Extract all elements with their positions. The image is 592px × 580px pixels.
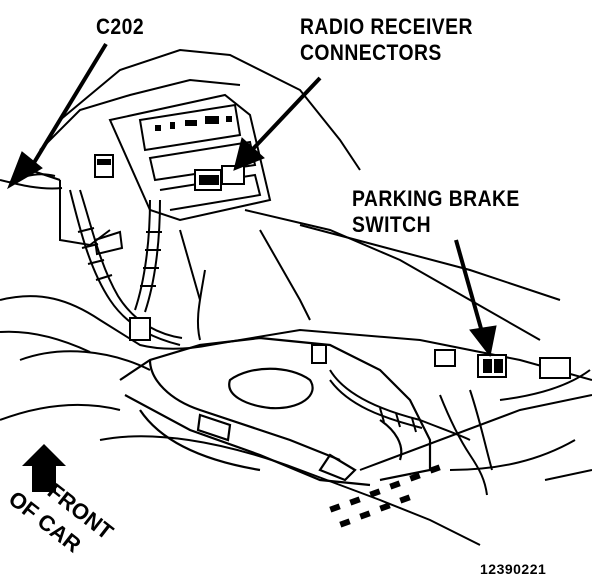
small-connector <box>129 317 327 364</box>
c202-label-text: C202 <box>96 14 145 39</box>
radio-label-line1: RADIO RECEIVER <box>300 14 473 39</box>
radio-connectors-arrow <box>233 76 322 171</box>
c202-connector <box>94 154 114 178</box>
radio-receiver-connectors <box>194 165 245 191</box>
brake-label-line1: PARKING BRAKE <box>352 186 520 211</box>
c202-label: C202 <box>96 14 144 40</box>
figure-number: 12390221 <box>480 561 547 577</box>
radio-receiver-connectors-label: RADIO RECEIVER CONNECTORS <box>300 14 473 66</box>
floor-seam <box>329 464 441 528</box>
harness-tape <box>77 227 417 433</box>
radio-label-line2: CONNECTORS <box>300 40 442 65</box>
brake-label-line2: SWITCH <box>352 212 431 237</box>
parking-brake-switch-label: PARKING BRAKE SWITCH <box>352 186 520 238</box>
center-console <box>119 336 432 487</box>
radio-face-details <box>155 116 232 131</box>
floor-pan <box>0 295 592 546</box>
front-of-car-arrow <box>22 444 66 492</box>
parking-brake-arrow <box>454 239 497 358</box>
c202-arrow <box>7 42 108 190</box>
parking-brake-switch <box>434 349 571 379</box>
